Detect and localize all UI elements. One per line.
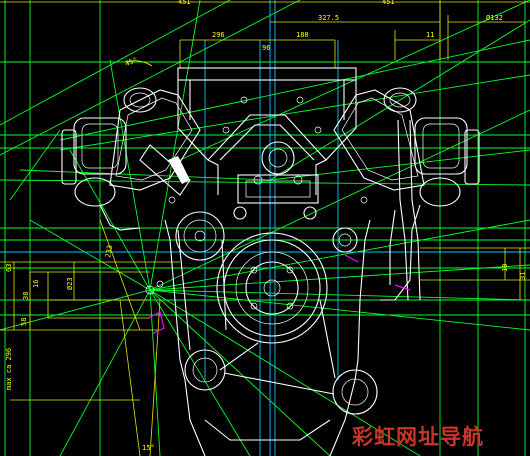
left-dimension-lines xyxy=(0,219,180,456)
engine-outline xyxy=(61,67,480,456)
dim-top-left-partial: 451 xyxy=(178,0,191,6)
highlight-marks xyxy=(147,254,411,335)
dim-max-ca-296: max ca 296 xyxy=(5,348,13,390)
dim-233: 233 xyxy=(104,244,114,258)
right-dimension-text: 10 31 xyxy=(501,264,527,280)
dim-58: 58 xyxy=(20,318,28,326)
top-dimension-text: 327.5 296 188 96 11 Ø132 45° 451 451 xyxy=(124,0,503,68)
top-dimension-lines xyxy=(0,0,530,68)
dim-188: 188 xyxy=(296,31,309,39)
dim-top-right-partial: 451 xyxy=(382,0,395,6)
left-dimension-text: 63 38 16 58 max ca 296 Ø23 233 15° xyxy=(5,244,155,452)
dim-diameter-23: Ø23 xyxy=(66,277,74,290)
dim-16: 16 xyxy=(32,280,40,288)
dim-10: 10 xyxy=(501,264,509,272)
dim-angle-45: 45° xyxy=(124,56,139,68)
dim-96: 96 xyxy=(262,44,270,52)
watermark: 彩虹网址导航 xyxy=(351,425,484,449)
dim-38: 38 xyxy=(22,292,30,300)
dim-63: 63 xyxy=(5,264,13,272)
dim-31: 31 xyxy=(519,272,527,280)
dim-angle-15: 15° xyxy=(142,444,155,452)
dim-diameter-132: Ø132 xyxy=(486,14,503,22)
dim-296: 296 xyxy=(212,31,225,39)
dim-11: 11 xyxy=(426,31,434,39)
watermark-text: 彩虹网址导航 xyxy=(351,425,484,449)
dim-327-5: 327.5 xyxy=(318,14,339,22)
right-dimension-lines xyxy=(420,247,530,300)
